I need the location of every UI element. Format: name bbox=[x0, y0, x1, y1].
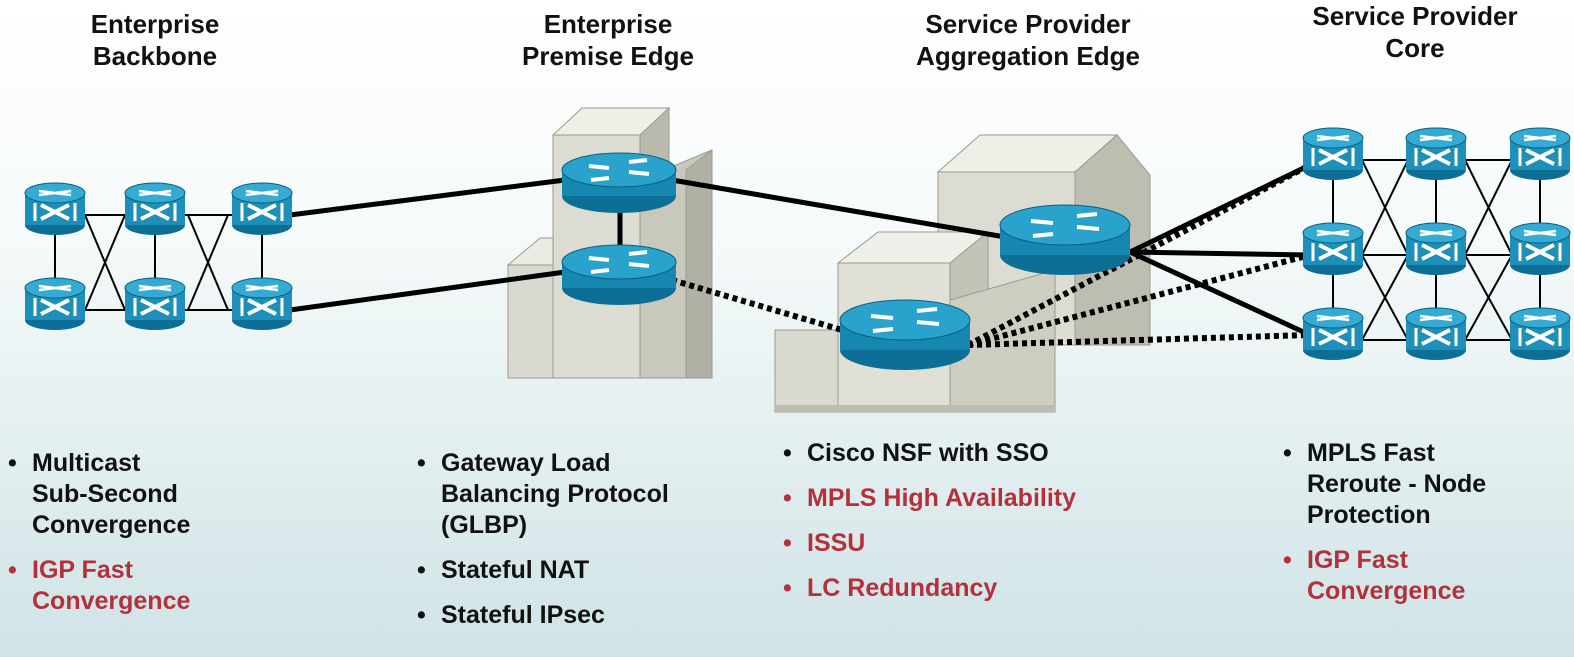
title-enterprise-backbone: Enterprise Backbone bbox=[90, 9, 220, 71]
feature-item: Gateway Load Balancing Protocol (GLBP) bbox=[417, 448, 757, 541]
core-switch-icon bbox=[1405, 222, 1467, 275]
core-switch-icon bbox=[1302, 222, 1364, 275]
core-switch-icon bbox=[1405, 127, 1467, 180]
feature-item: ISSU bbox=[783, 528, 1183, 559]
feature-item: IGP Fast Convergence bbox=[1283, 545, 1573, 607]
inter-site-links bbox=[289, 162, 1312, 338]
features-sp-core: MPLS Fast Reroute - Node Protection IGP … bbox=[1283, 438, 1573, 621]
feature-item: Stateful NAT bbox=[417, 555, 757, 586]
features-enterprise-premise-edge: Gateway Load Balancing Protocol (GLBP) S… bbox=[417, 448, 757, 645]
title-sp-aggregation-edge: Service Provider Aggregation Edge bbox=[916, 9, 1140, 71]
building-aggregation bbox=[774, 134, 1151, 413]
core-switch-icon bbox=[1509, 222, 1571, 275]
feature-item: IGP Fast Convergence bbox=[8, 555, 308, 617]
backbone-switch-icon bbox=[24, 277, 86, 330]
core-switch-icon bbox=[1405, 307, 1467, 360]
backbone-switch-icon bbox=[124, 182, 186, 235]
backbone-switch-icon bbox=[124, 277, 186, 330]
router-premise-bottom bbox=[561, 244, 677, 305]
feature-item: LC Redundancy bbox=[783, 573, 1183, 604]
features-sp-aggregation-edge: Cisco NSF with SSO MPLS High Availabilit… bbox=[783, 438, 1183, 618]
feature-item: Multicast Sub-Second Convergence bbox=[8, 448, 308, 541]
backbone-switch-icon bbox=[231, 182, 293, 235]
building-premise bbox=[506, 106, 713, 379]
title-enterprise-premise-edge: Enterprise Premise Edge bbox=[522, 9, 694, 71]
core-switch-icon bbox=[1509, 127, 1571, 180]
backbone-switch-icon bbox=[231, 277, 293, 330]
router-aggregation-top bbox=[999, 204, 1131, 275]
backup-links bbox=[671, 162, 1312, 348]
core-switch-icon bbox=[1302, 127, 1364, 180]
title-sp-core: Service Provider Core bbox=[1312, 1, 1518, 63]
feature-item: Stateful IPsec bbox=[417, 600, 757, 631]
feature-item: MPLS High Availability bbox=[783, 483, 1183, 514]
core-switch-icon bbox=[1509, 307, 1571, 360]
features-enterprise-backbone: Multicast Sub-Second Convergence IGP Fas… bbox=[8, 448, 308, 631]
core-switch-icon bbox=[1302, 307, 1364, 360]
feature-item: Cisco NSF with SSO bbox=[783, 438, 1183, 469]
backbone-switch-icon bbox=[24, 182, 86, 235]
router-premise-top bbox=[561, 152, 677, 213]
router-aggregation-bottom bbox=[839, 299, 971, 370]
feature-item: MPLS Fast Reroute - Node Protection bbox=[1283, 438, 1573, 531]
